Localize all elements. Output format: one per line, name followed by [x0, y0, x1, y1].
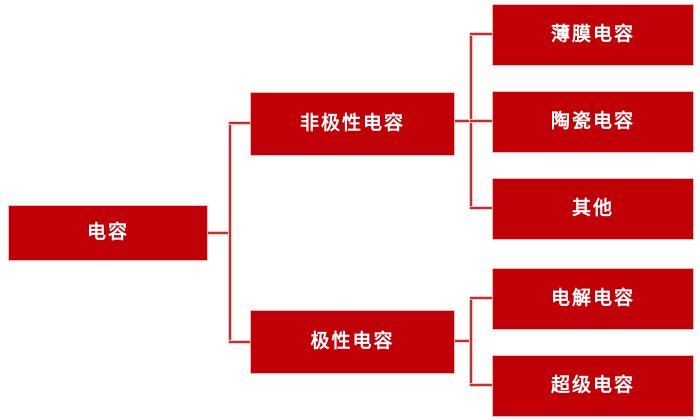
- node-ceramic-capacitor-label: 陶瓷电容: [550, 110, 635, 132]
- node-electrolytic-capacitor: 电解电容: [492, 268, 694, 330]
- connector-nonpolar-stub: [453, 119, 472, 123]
- node-other-capacitor-label: 其他: [571, 197, 614, 219]
- connector-root-stub: [206, 231, 231, 235]
- node-super-capacitor: 超级电容: [492, 355, 694, 417]
- connector-root-to-nonpolar: [229, 121, 252, 125]
- node-ceramic-capacitor: 陶瓷电容: [492, 91, 694, 153]
- connector-polar-stub: [453, 339, 472, 343]
- node-root-label: 电容: [86, 221, 129, 243]
- node-electrolytic-capacitor-label: 电解电容: [550, 287, 635, 309]
- node-polar-capacitor: 极性电容: [250, 310, 455, 374]
- node-root-capacitor: 电容: [8, 205, 208, 261]
- node-non-polar-capacitor: 非极性电容: [250, 92, 455, 156]
- node-non-polar-capacitor-label: 非极性电容: [299, 112, 405, 134]
- node-super-capacitor-label: 超级电容: [550, 374, 635, 396]
- node-film-capacitor: 薄膜电容: [492, 4, 694, 66]
- node-film-capacitor-label: 薄膜电容: [550, 23, 635, 45]
- connector-nonpolar-to-ceramic: [470, 119, 494, 123]
- node-polar-capacitor-label: 极性电容: [310, 330, 395, 352]
- connector-root-to-polar: [229, 340, 252, 344]
- connector-polar-to-super: [470, 383, 494, 387]
- connector-nonpolar-to-film: [470, 32, 494, 36]
- connector-polar-spine: [469, 298, 473, 386]
- connector-nonpolar-to-other: [470, 206, 494, 210]
- connector-polar-to-electrolytic: [470, 296, 494, 300]
- connector-root-spine: [228, 123, 232, 343]
- node-other-capacitor: 其他: [492, 178, 694, 240]
